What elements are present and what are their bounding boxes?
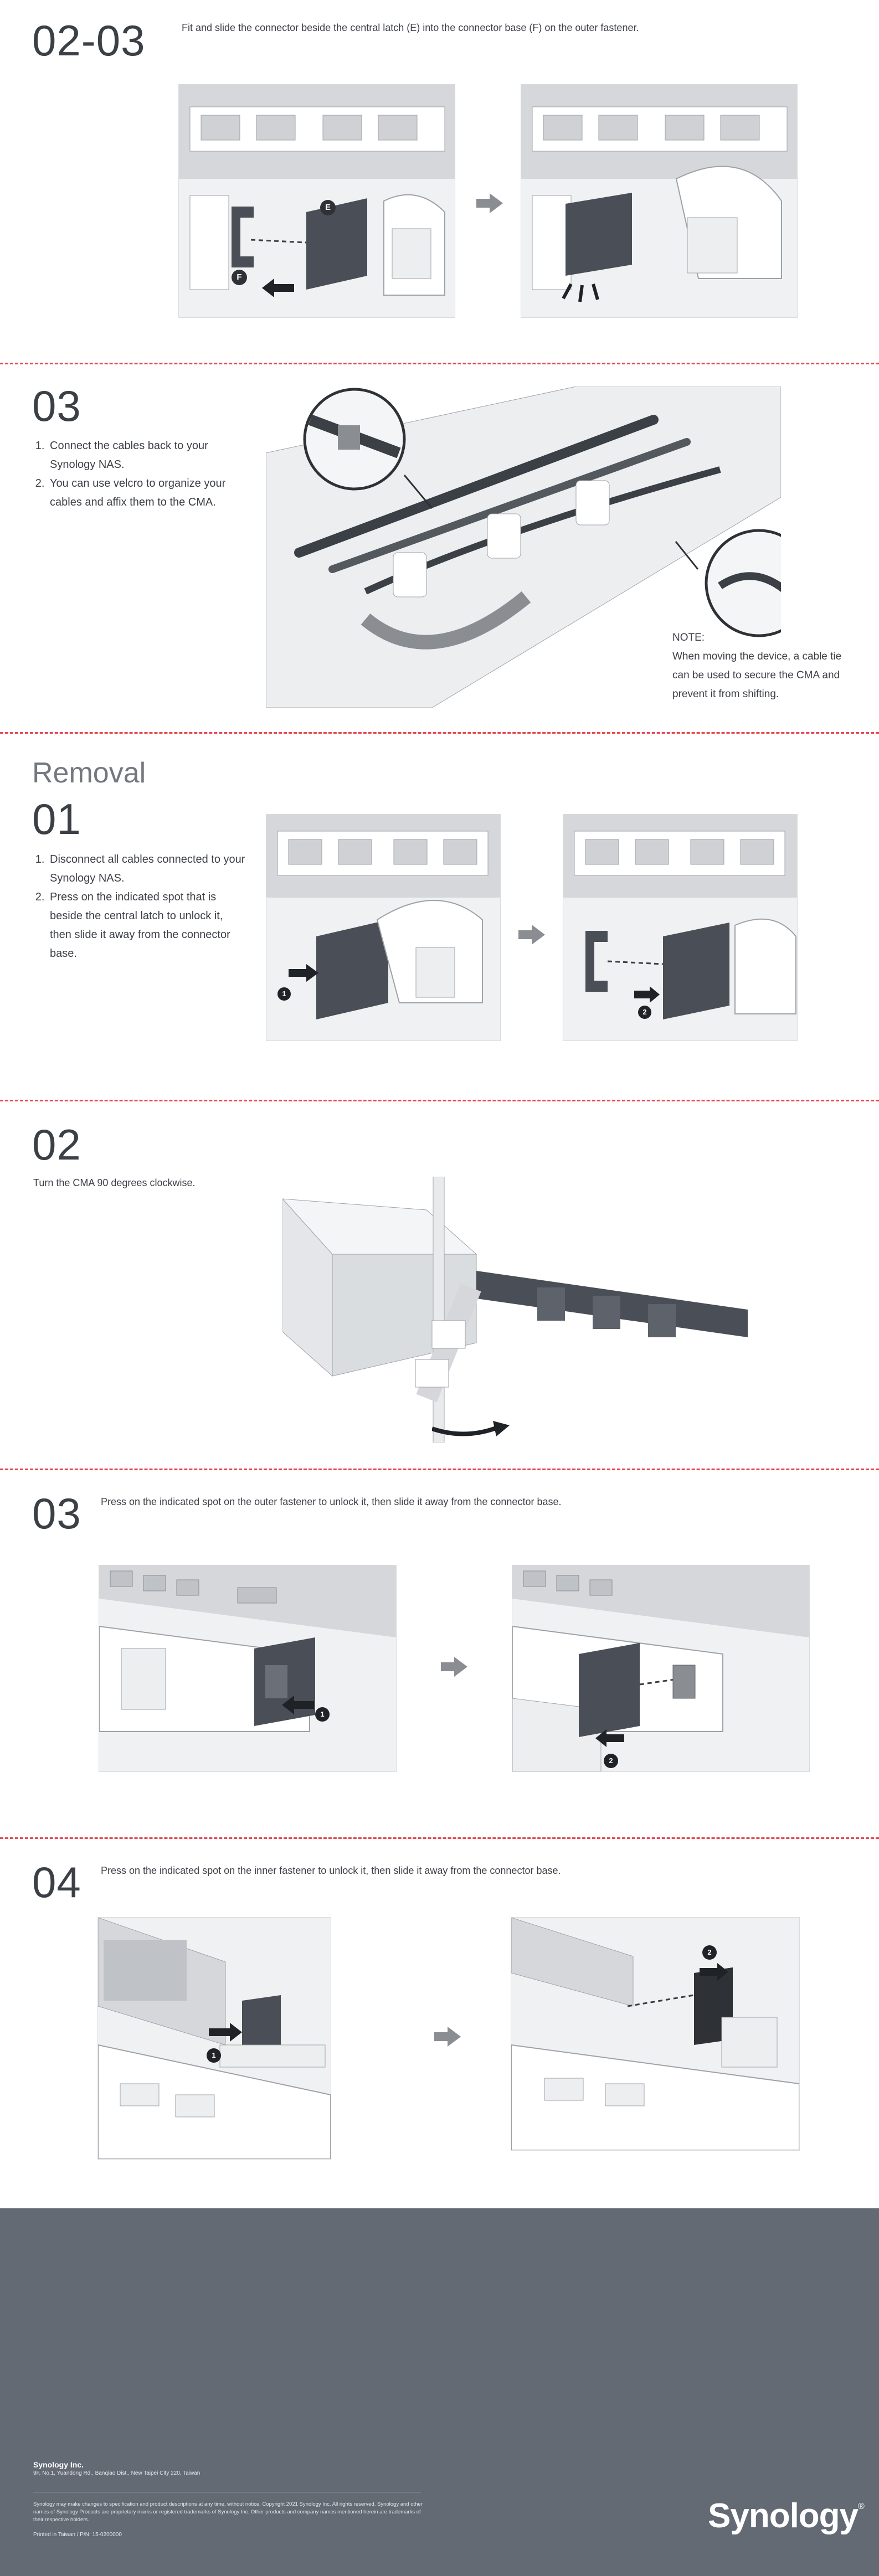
callout-f: F (232, 270, 247, 285)
callout-e: E (320, 200, 336, 215)
slide-arrow-icon (634, 986, 660, 1003)
illustration-svg (179, 85, 455, 296)
step-number: 01 (32, 795, 81, 843)
illustration-inner-press: 1 (97, 1917, 331, 2160)
logo-text: Synology (708, 2497, 859, 2535)
illustration-connector-after (521, 84, 798, 318)
illustration-svg (282, 1177, 748, 1442)
illustration-svg (512, 1565, 809, 1771)
section-title: Removal (32, 757, 146, 789)
illustration-cable-routing (266, 387, 781, 708)
illustration-removal-press: 1 (266, 814, 501, 1041)
illustration-outer-slide: 2 (512, 1565, 810, 1772)
illustration-outer-press: 1 (99, 1565, 397, 1772)
arrow-right-icon (434, 2027, 461, 2047)
note-label: NOTE: (672, 632, 705, 643)
callout-1: 1 (277, 987, 291, 1001)
instruction-list: Disconnect all cables connected to your … (33, 850, 247, 963)
section-divider (0, 1837, 879, 1839)
synology-logo: Synology® (708, 2496, 865, 2536)
section-divider (0, 732, 879, 734)
callout-1: 1 (315, 1707, 330, 1722)
illustration-svg (563, 815, 797, 1019)
list-item: You can use velcro to organize your cabl… (48, 474, 247, 512)
push-arrow-icon (262, 279, 295, 297)
callout-2: 2 (702, 1945, 717, 1960)
footer: Synology Inc. 9F, No.1, Yuandong Rd., Ba… (0, 2208, 879, 2576)
step-number: 03 (32, 382, 81, 430)
arrow-right-icon (441, 1657, 467, 1677)
push-arrow-icon (282, 1696, 315, 1714)
illustration-svg (511, 1918, 799, 2150)
arrow-right-icon (476, 193, 503, 213)
step-instruction: Press on the indicated spot on the outer… (101, 1496, 562, 1507)
note-block: NOTE: When moving the device, a cable ti… (672, 628, 855, 704)
illustration-svg (266, 387, 781, 708)
legal-text: Synology may make changes to specificati… (33, 2501, 423, 2523)
company-address: 9F, No.1, Yuandong Rd., Banqiao Dist., N… (33, 2470, 201, 2476)
print-info: Printed in Taiwan / P/N: 15-0200000 (33, 2532, 122, 2538)
note-text: When moving the device, a cable tie can … (672, 651, 842, 700)
illustration-svg (521, 85, 797, 302)
push-arrow-icon (209, 2023, 242, 2042)
section-divider (0, 1100, 879, 1101)
section-divider (0, 363, 879, 364)
illustration-svg (99, 1565, 396, 1732)
arrow-right-icon (518, 925, 545, 945)
illustration-svg (98, 1918, 331, 2159)
list-item: Press on the indicated spot that is besi… (48, 888, 247, 963)
push-arrow-icon (289, 964, 318, 982)
list-item: Connect the cables back to your Synology… (48, 436, 247, 474)
slide-arrow-icon (700, 1963, 728, 1981)
slide-arrow-icon (595, 1729, 624, 1747)
rotate-arrow-icon (432, 1418, 510, 1440)
callout-2: 2 (638, 1006, 651, 1019)
illustration-connector-before: E F (178, 84, 455, 318)
step-number: 02 (32, 1120, 81, 1169)
step-instruction: Press on the indicated spot on the inner… (101, 1865, 561, 1876)
company-name: Synology Inc. (33, 2460, 84, 2469)
list-item: Disconnect all cables connected to your … (48, 850, 247, 888)
step-number: 02-03 (32, 16, 146, 65)
callout-1: 1 (207, 2048, 221, 2063)
instruction-list: Connect the cables back to your Synology… (33, 436, 247, 512)
illustration-rotate-cma (282, 1177, 764, 1442)
step-instruction: Turn the CMA 90 degrees clockwise. (33, 1177, 196, 1188)
section-divider (0, 1469, 879, 1470)
illustration-svg (266, 815, 500, 1019)
logo-mark: ® (858, 2502, 865, 2511)
illustration-removal-slide: 2 (563, 814, 798, 1041)
step-instruction: Fit and slide the connector beside the c… (182, 22, 639, 33)
illustration-inner-slide: 2 (511, 1917, 800, 2151)
callout-2: 2 (604, 1754, 618, 1768)
step-number: 04 (32, 1858, 81, 1907)
step-number: 03 (32, 1489, 81, 1538)
